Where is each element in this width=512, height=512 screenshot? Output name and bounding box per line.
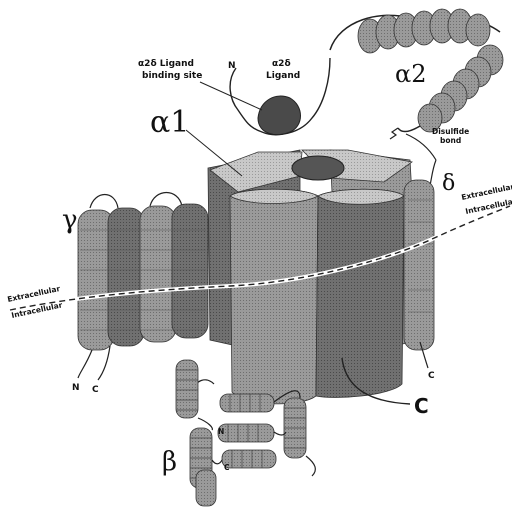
disulfide-label-line1: Disulfide [432,127,469,136]
n-terminus-top: N [228,61,236,71]
ligand-label-line1: α2δ [272,59,291,69]
delta-label: δ [442,171,455,196]
gamma-label: γ [62,205,78,235]
alpha1-label: α1 [150,105,189,140]
delta-c-terminus: C [428,371,435,381]
beta-n-terminus: N [218,427,224,436]
beta-c-terminus: C [224,463,230,472]
beta-label: β [162,447,177,477]
alpha1-c-terminus: C [414,394,429,418]
alpha2-subunit: α2 [330,9,503,132]
ligand-label-line2: Ligand [266,71,300,81]
ligand-site-label-line2: binding site [142,71,202,81]
disulfide-label-line2: bond [440,136,461,145]
gamma-n-terminus: N [72,383,80,393]
alpha2-label: α2 [395,60,426,88]
ligand-site-label-line1: α2δ Ligand [138,59,194,69]
gamma-c-terminus: C [92,385,99,395]
